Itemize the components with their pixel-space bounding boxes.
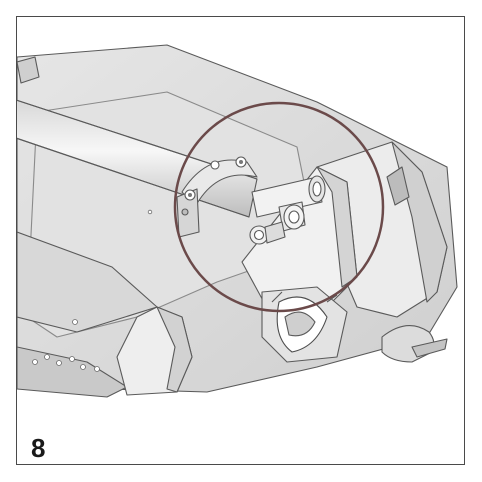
t-connector	[249, 175, 326, 245]
tube-clamp	[176, 156, 258, 238]
callout-circle	[173, 101, 385, 313]
figure-frame: 8	[16, 16, 465, 465]
right-block	[316, 141, 448, 318]
right-foot	[381, 325, 448, 363]
assembly-illustration	[17, 44, 458, 398]
front-bracket	[116, 306, 193, 396]
step-number: 8	[31, 433, 46, 463]
